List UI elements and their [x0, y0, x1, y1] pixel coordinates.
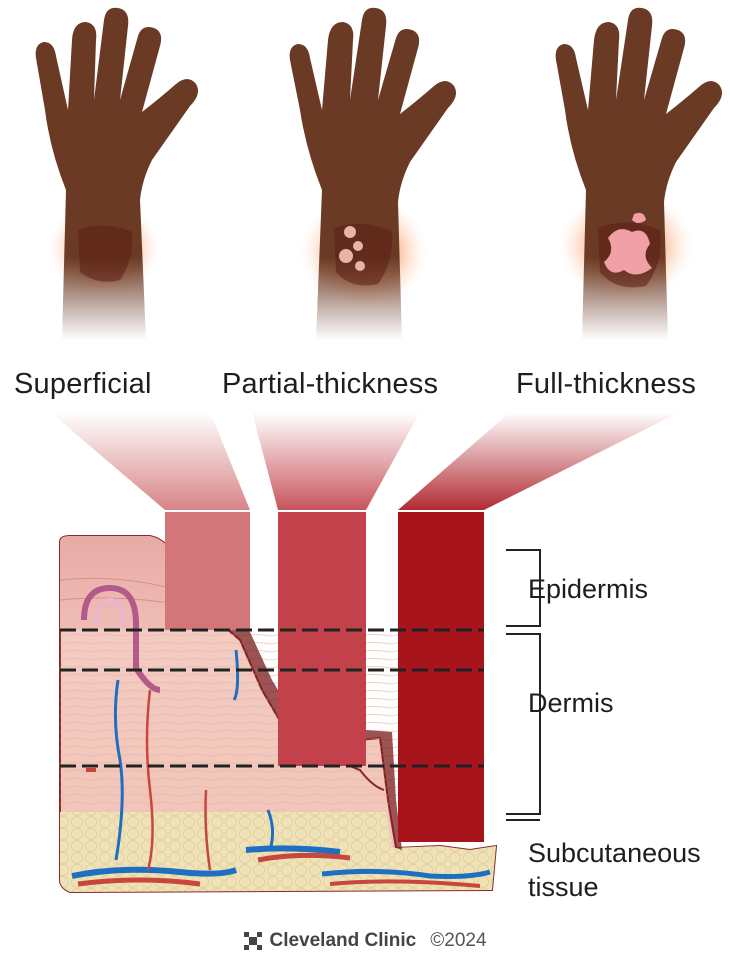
- depth-bar-superficial: [165, 512, 250, 630]
- footer-brand: Cleveland Clinic: [269, 930, 416, 952]
- depth-bar-partial-thickness: [278, 512, 366, 766]
- dermis-bracket: [506, 634, 540, 814]
- footer: Cleveland Clinic ©2024: [0, 926, 730, 956]
- hand-full-thickness-burn: [556, 8, 722, 340]
- beam-superficial: [50, 412, 250, 510]
- dermis-label: Dermis: [528, 686, 614, 720]
- superficial-label: Superficial: [14, 368, 152, 401]
- full-thickness-label: Full-thickness: [516, 368, 696, 401]
- hand-partial-thickness-burn: [290, 8, 456, 340]
- hand-superficial-burn: [36, 8, 198, 340]
- cleveland-clinic-logo-icon: [243, 931, 263, 951]
- beam-full-thickness: [398, 412, 680, 510]
- subcutaneous-tissue-label: Subcutaneous tissue: [528, 836, 728, 904]
- partial-thickness-label: Partial-thickness: [222, 368, 438, 401]
- depth-bar-full-thickness: [398, 512, 484, 842]
- footer-copyright: ©2024: [430, 930, 486, 952]
- epidermis-label: Epidermis: [528, 572, 648, 606]
- beam-partial-thickness: [252, 412, 420, 510]
